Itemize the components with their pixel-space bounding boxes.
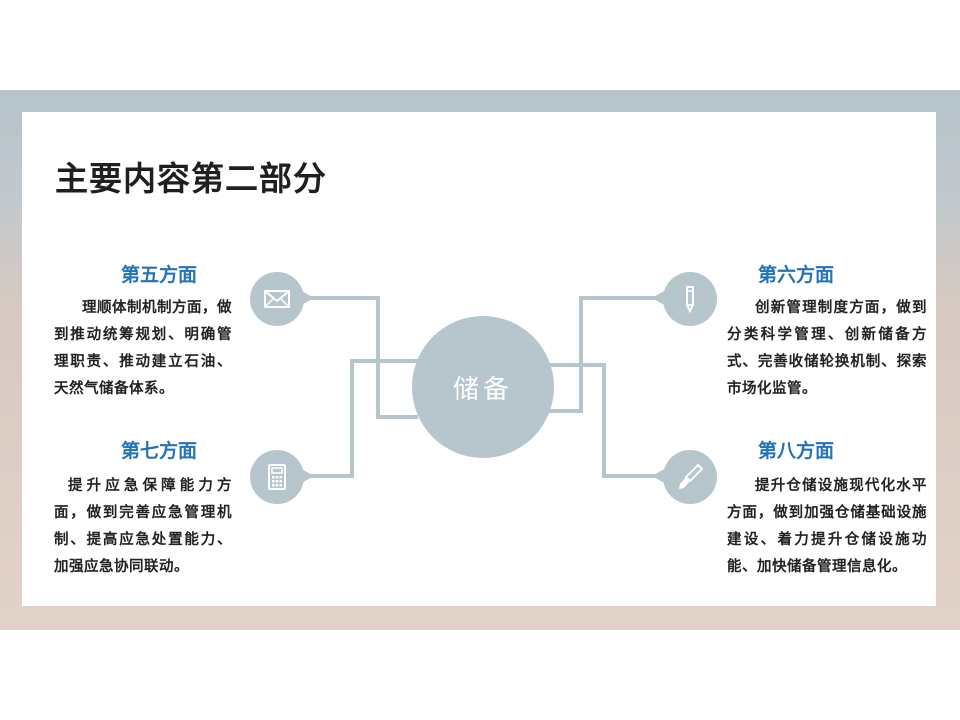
section-7-icon-circle [250,450,304,504]
connector-bottom-right [548,363,680,492]
page-title: 主要内容第二部分 [55,159,327,198]
section-8-icon-circle [663,450,717,504]
section-7-body: 提升应急保障能力方面，做到完善应急管理机制、提高应急处置能力、加强应急协同联动。 [54,477,232,575]
pen-icon [686,286,694,314]
connector-top-right [548,282,680,413]
calculator-icon [268,464,286,490]
section-5-icon-circle [250,272,304,326]
section-6-body: 创新管理制度方面，做到分类科学管理、创新储备方式、完善收储轮换机制、探索市场化监… [727,299,927,397]
section-8-body: 提升仓储设施现代化水平方面，做到加强仓储基础设施建设、着力提升仓储设施功能、加快… [727,477,927,575]
center-node: 储备 [412,316,554,458]
section-8-title: 第八方面 [758,440,835,462]
section-6-icon-circle [663,272,717,326]
connector-top-left [286,282,418,419]
section-6-title: 第六方面 [758,264,835,286]
section-5-title: 第五方面 [121,264,198,286]
envelope-icon [264,290,290,308]
section-5-body: 理顺体制机制方面，做到推动统筹规划、明确管理职责、推动建立石油、天然气储备体系。 [54,299,232,397]
connector-bottom-left [286,359,418,492]
section-7-title: 第七方面 [121,440,198,462]
brush-icon [679,463,704,489]
center-label: 储备 [452,374,513,405]
